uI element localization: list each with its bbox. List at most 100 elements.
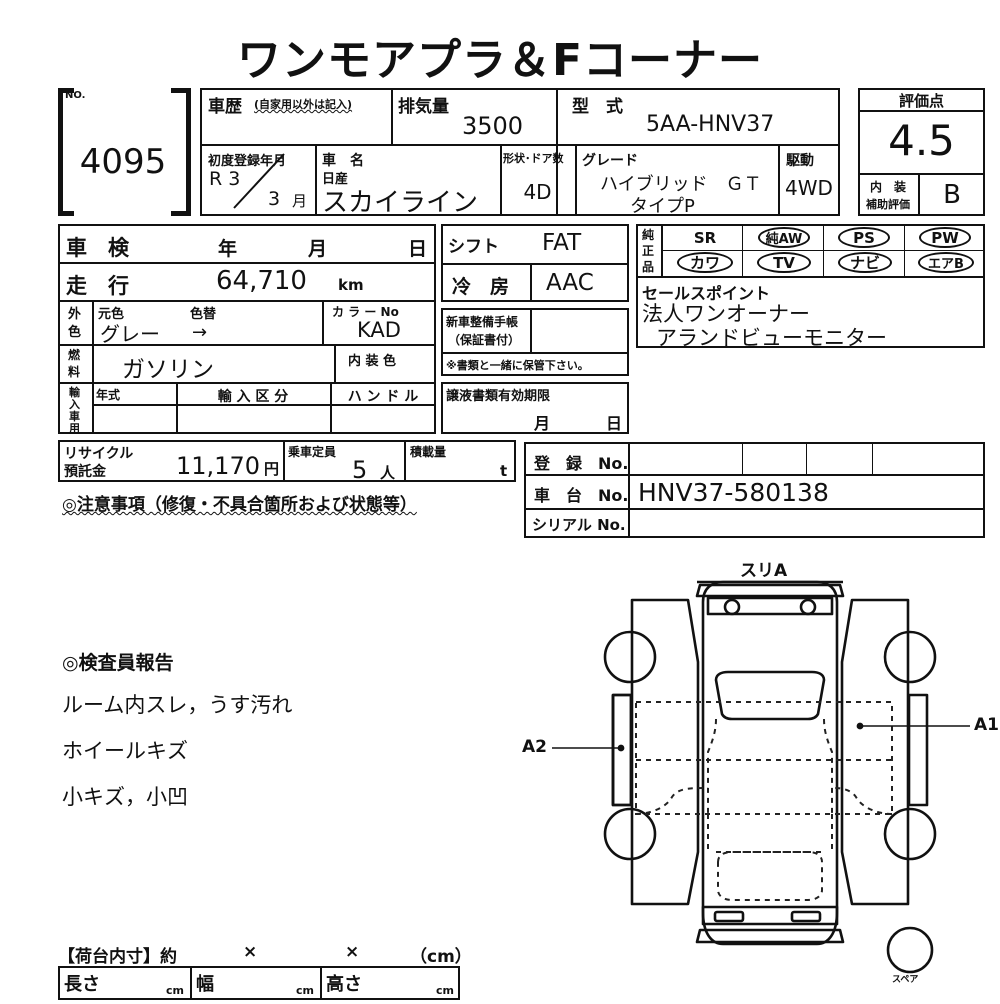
lot-bracket-left-top bbox=[58, 88, 74, 93]
equipment-item-ps[interactable]: PS bbox=[838, 227, 890, 248]
body-type-value: 4D bbox=[523, 180, 552, 204]
transfer-docs-day: 日 bbox=[606, 414, 623, 433]
inspector-report: ◎検査員報告 ルーム内スレ，うす汚れ ホイールキズ 小キズ，小凹 bbox=[62, 648, 292, 827]
vehicle-damage-diagram[interactable]: スリA A1 A2 スペア bbox=[522, 552, 1000, 1000]
first-reg-year: R 3 bbox=[209, 168, 241, 190]
fuel-value: ガソリン bbox=[122, 357, 214, 383]
import-label-2: 入 bbox=[69, 398, 80, 411]
equipment-item-airbag[interactable]: エアB bbox=[918, 252, 974, 273]
diagram-label-a1: A1 bbox=[974, 715, 999, 735]
grade-line1: ハイブリッド ＧＴ bbox=[600, 174, 762, 195]
equipment-item-pw[interactable]: PW bbox=[919, 227, 971, 248]
car-maker: 日産 bbox=[322, 172, 349, 187]
interior-color-label: 内 装 色 bbox=[348, 354, 397, 369]
equipment-side-label-1: 純 bbox=[642, 228, 655, 242]
equipment-col-divider-2 bbox=[823, 224, 824, 276]
top-info-box bbox=[200, 88, 840, 216]
history-sublabel: (自家用以外は記入) bbox=[254, 98, 353, 111]
color-change-arrow: → bbox=[192, 322, 208, 343]
equipment-col-divider-3 bbox=[904, 224, 905, 276]
aircon-label: 冷 房 bbox=[452, 276, 510, 298]
transfer-docs-month: 月 bbox=[534, 414, 551, 433]
divider-body-grade bbox=[575, 146, 577, 216]
reg-subcell-3 bbox=[872, 442, 873, 474]
equipment-side-label-3: 品 bbox=[642, 260, 655, 274]
cargo-dimensions-box bbox=[58, 966, 460, 1000]
manual-book-label-1: 新車整備手帳 bbox=[446, 315, 519, 329]
cargo-times-2: × bbox=[345, 942, 360, 962]
model-code-value: 5AA-HNV37 bbox=[646, 112, 775, 137]
rating-box bbox=[858, 88, 985, 216]
extcolor-colorno-divider bbox=[322, 300, 324, 344]
cargo-heading: 【荷台内寸】約 bbox=[58, 947, 177, 967]
fuel-interior-divider bbox=[334, 344, 336, 382]
equipment-sales-divider bbox=[636, 276, 985, 278]
equipment-item-aw[interactable]: 純AW bbox=[758, 227, 810, 248]
lot-bracket-right bbox=[186, 88, 191, 216]
recycle-value: 11,170 bbox=[176, 452, 260, 480]
grade-line2: タイプP bbox=[630, 196, 695, 217]
shaken-label: 車 検 bbox=[66, 236, 129, 260]
equipment-item-kawa[interactable]: カワ bbox=[677, 252, 733, 273]
equipment-side-label-2: 正 bbox=[642, 244, 655, 258]
mileage-value: 64,710 bbox=[216, 266, 307, 296]
cargo-divider-2 bbox=[320, 966, 322, 1000]
import-sub-divider bbox=[92, 404, 436, 406]
chassis-serial-divider bbox=[524, 508, 985, 510]
vehicle-diagram-svg bbox=[552, 580, 970, 974]
recycle-seats-divider bbox=[283, 440, 285, 482]
chassis-value: HNV37-580138 bbox=[638, 478, 829, 507]
page-title: ワンモアプラ＆Fコーナー bbox=[236, 35, 764, 86]
equipment-item-navi[interactable]: ナビ bbox=[838, 252, 892, 273]
shaken-day: 日 bbox=[408, 238, 428, 260]
import-label-3: 車 bbox=[69, 410, 80, 423]
detail-div-shaken bbox=[58, 262, 436, 264]
lot-bracket-right-top bbox=[171, 88, 187, 93]
equipment-item-tv[interactable]: TV bbox=[757, 252, 811, 273]
divider-top-rows bbox=[200, 144, 840, 146]
cargo-height-unit: cm bbox=[436, 984, 454, 997]
recycle-row-box bbox=[58, 440, 516, 482]
recycle-unit: 円 bbox=[264, 460, 280, 478]
equipment-sales-box bbox=[636, 224, 985, 348]
first-reg-month-unit: 月 bbox=[292, 192, 308, 210]
inspector-report-line-2: ホイールキズ bbox=[62, 739, 188, 763]
aircon-value-divider bbox=[530, 263, 532, 302]
import-label-4: 用 bbox=[69, 422, 80, 435]
recycle-label-1: リサイクル bbox=[64, 446, 134, 462]
color-no-value: KAD bbox=[357, 318, 401, 342]
divider-firstreg-carname bbox=[315, 146, 317, 216]
body-type-label: 形状･ドア数 bbox=[503, 152, 564, 165]
load-label: 積載量 bbox=[410, 445, 447, 459]
cargo-height-label: 高さ bbox=[326, 974, 362, 995]
extcolor-side-divider bbox=[92, 300, 94, 382]
manual-book-divider bbox=[530, 308, 532, 352]
rating-interior-divider bbox=[918, 173, 920, 216]
equipment-item-sr[interactable]: SR bbox=[693, 229, 717, 247]
lot-bracket-left bbox=[58, 88, 63, 216]
rating-interior-label-1: 内 装 bbox=[869, 180, 906, 194]
notice-label: ◎注意事項（修復・不具合箇所および状態等） bbox=[62, 495, 417, 515]
shift-value: FAT bbox=[542, 230, 582, 256]
fuel-label-2: 料 bbox=[68, 365, 81, 379]
equipment-col-divider-1 bbox=[742, 224, 743, 276]
sales-point-line2: アランドビューモニター bbox=[656, 326, 887, 350]
fuel-label-1: 燃 bbox=[68, 348, 81, 362]
handle-label: ハ ン ド ル bbox=[347, 389, 419, 405]
chassis-label: 車 台 No. bbox=[534, 486, 629, 505]
displacement-value: 3500 bbox=[462, 112, 524, 140]
mileage-label: 走 行 bbox=[66, 274, 129, 298]
divider-grade-drive bbox=[778, 146, 780, 216]
manual-book-label-2: （保証書付） bbox=[448, 333, 521, 347]
import-class-divider bbox=[330, 382, 332, 434]
drive-value: 4WD bbox=[785, 176, 833, 200]
shift-aircon-divider bbox=[441, 263, 629, 265]
detail-div-color bbox=[58, 344, 436, 346]
first-reg-slash-icon bbox=[233, 153, 285, 209]
detail-div-fuel bbox=[58, 382, 436, 384]
detail-div-mileage bbox=[58, 300, 436, 302]
sales-point-line1: 法人ワンオーナー bbox=[642, 302, 810, 326]
diagram-label-a2: A2 bbox=[522, 737, 547, 757]
transfer-docs-box bbox=[441, 382, 629, 434]
